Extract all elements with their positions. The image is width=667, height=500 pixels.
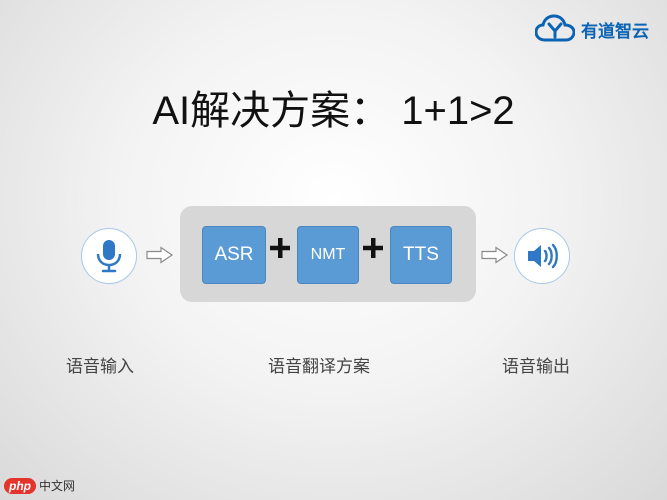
watermark-badge: php (4, 477, 36, 494)
nmt-tile: NMT (297, 226, 359, 284)
caption-voice-input: 语音输入 (66, 357, 134, 377)
caption-translation-solution: 语音翻译方案 (268, 357, 370, 377)
asr-tile: ASR (202, 226, 266, 284)
caption-voice-output: 语音输出 (502, 357, 570, 377)
site-watermark: php 中文网 (4, 477, 75, 494)
brand-logo: 有道智云 (535, 14, 649, 44)
hollow-arrow-right-icon (146, 246, 174, 264)
tts-tile: TTS (390, 226, 452, 284)
plus-icon (270, 238, 290, 258)
speaker-icon (528, 243, 558, 269)
cloud-y-icon (535, 14, 575, 42)
watermark-text: 中文网 (39, 479, 76, 493)
microphone-icon (96, 240, 122, 273)
voice-input-circle (81, 228, 137, 284)
plus-icon (363, 238, 383, 258)
slide-title: AI解决方案： 1+1>2 (152, 89, 515, 133)
hollow-arrow-right-icon (481, 246, 509, 264)
voice-output-circle (514, 228, 570, 284)
brand-name: 有道智云 (581, 21, 649, 42)
